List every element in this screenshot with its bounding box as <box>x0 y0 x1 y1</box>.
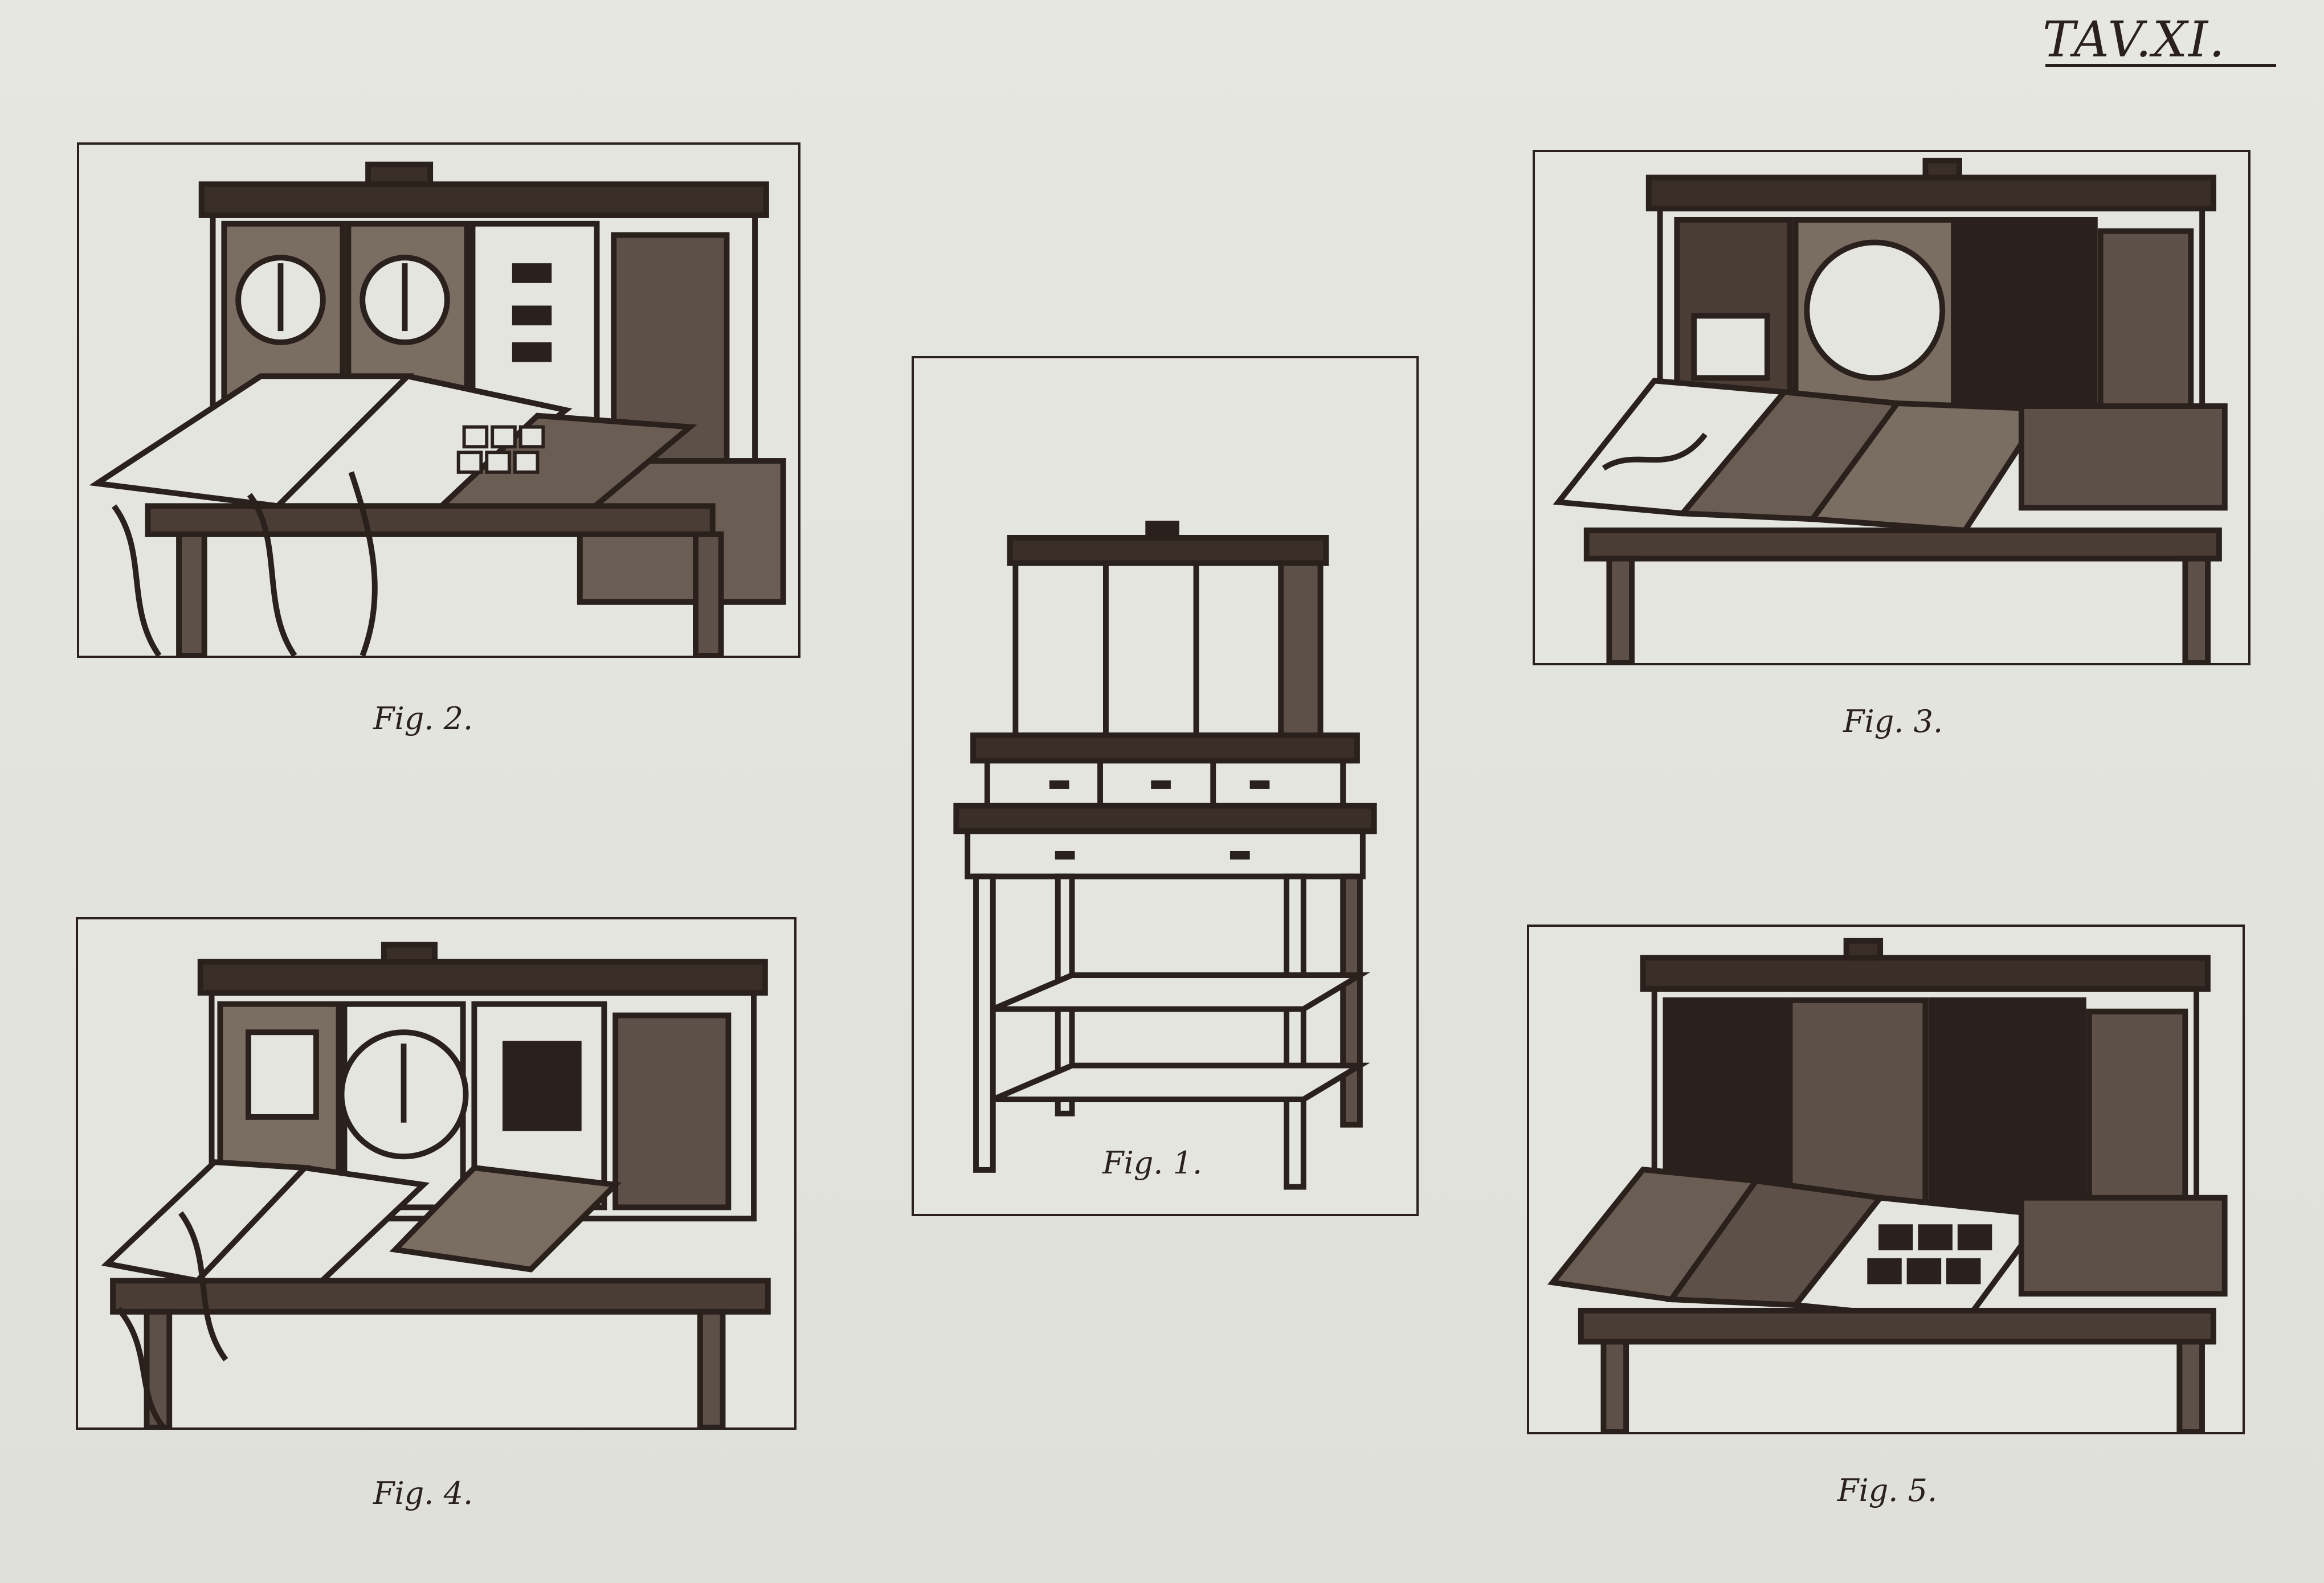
figure-5-illustration <box>1547 938 2228 1432</box>
figure-4-frame <box>76 917 797 1430</box>
figure-2-caption: Fig. 2. <box>373 701 473 737</box>
figure-4-caption: Fig. 4. <box>373 1475 473 1511</box>
figure-3-illustration <box>1553 157 2228 663</box>
plate-title: TAV.XI. <box>2043 11 2226 68</box>
figure-1-frame <box>912 356 1419 1216</box>
title-underline <box>2045 64 2276 67</box>
figure-3-caption: Fig. 3. <box>1843 703 1943 739</box>
figure-1-caption: Fig. 1. <box>1102 1145 1203 1181</box>
figure-4-illustration <box>101 942 771 1427</box>
figure-1-illustration <box>953 521 1377 1190</box>
figure-2-frame <box>77 142 800 658</box>
figure-5-frame <box>1527 925 2245 1434</box>
figure-2-illustration <box>89 161 786 656</box>
figure-5-caption: Fig. 5. <box>1837 1472 1938 1508</box>
figure-3-frame <box>1533 150 2251 665</box>
